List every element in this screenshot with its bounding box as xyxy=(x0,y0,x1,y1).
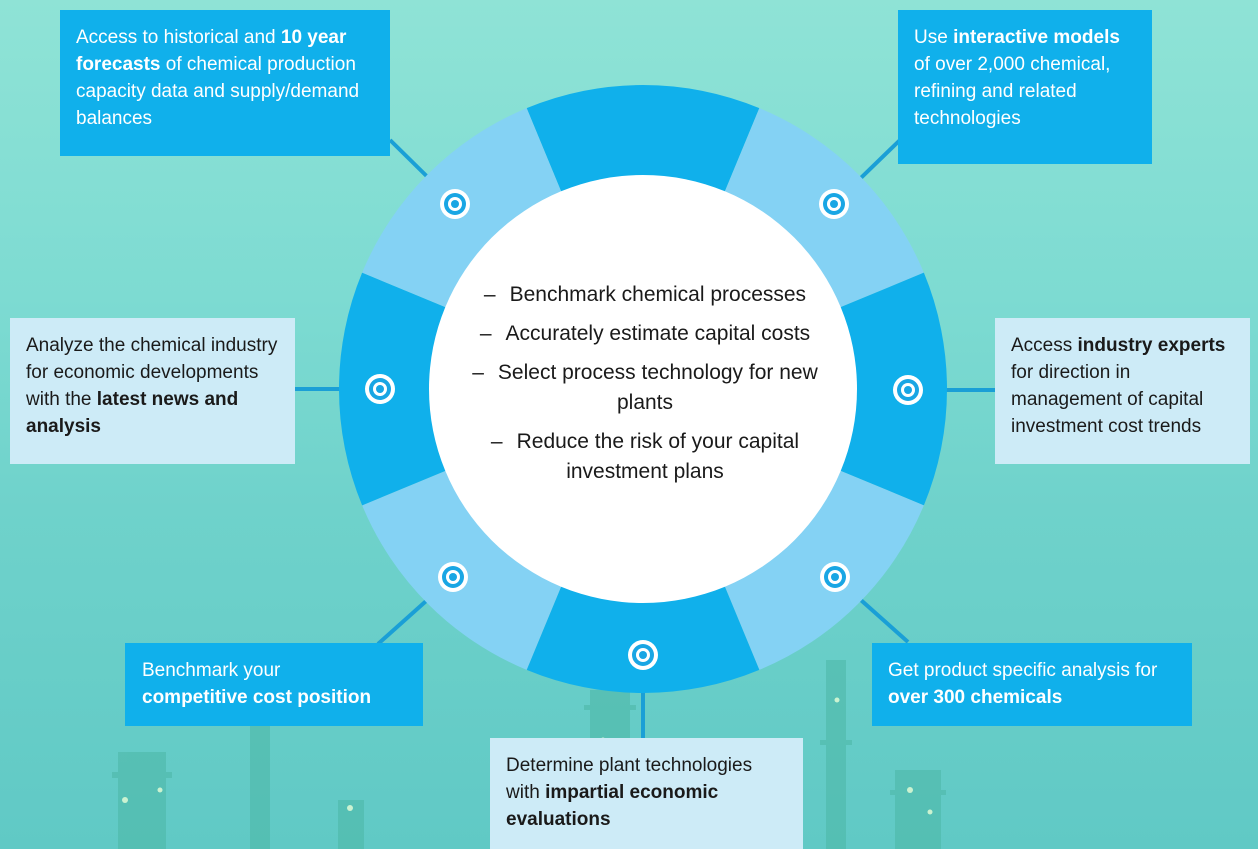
target-icon xyxy=(438,562,468,592)
targets xyxy=(365,189,923,670)
target-icon xyxy=(820,562,850,592)
center-circle xyxy=(429,175,857,603)
target-icon xyxy=(893,375,923,405)
target-icon xyxy=(365,374,395,404)
callout-top-left: Access to historical and 10 year forecas… xyxy=(60,10,390,156)
callout-bottom-right: Get product specific analysis for over 3… xyxy=(872,643,1192,726)
callout-mid-right: Access industry experts for direction in… xyxy=(995,318,1250,464)
ring-segment xyxy=(837,272,947,506)
ring-segment xyxy=(526,85,760,195)
target-icon xyxy=(440,189,470,219)
callout-top-right: Use interactive models of over 2,000 che… xyxy=(898,10,1152,164)
target-icon xyxy=(819,189,849,219)
ring-segment xyxy=(526,583,760,693)
center-item: –Reduce the risk of your capital investm… xyxy=(490,430,800,483)
center-item: –Accurately estimate capital costs xyxy=(479,322,811,345)
center-item: –Benchmark chemical processes xyxy=(483,283,807,306)
center-item: –Select process technology for new plant… xyxy=(472,361,818,414)
callout-bottom-center: Determine plant technologies with impart… xyxy=(490,738,803,849)
callout-mid-left: Analyze the chemical industry for econom… xyxy=(10,318,295,464)
center-list: –Benchmark chemical processes –Accuratel… xyxy=(445,280,845,496)
target-icon xyxy=(628,640,658,670)
callout-bottom-left: Benchmark your competitive cost position xyxy=(125,643,423,726)
